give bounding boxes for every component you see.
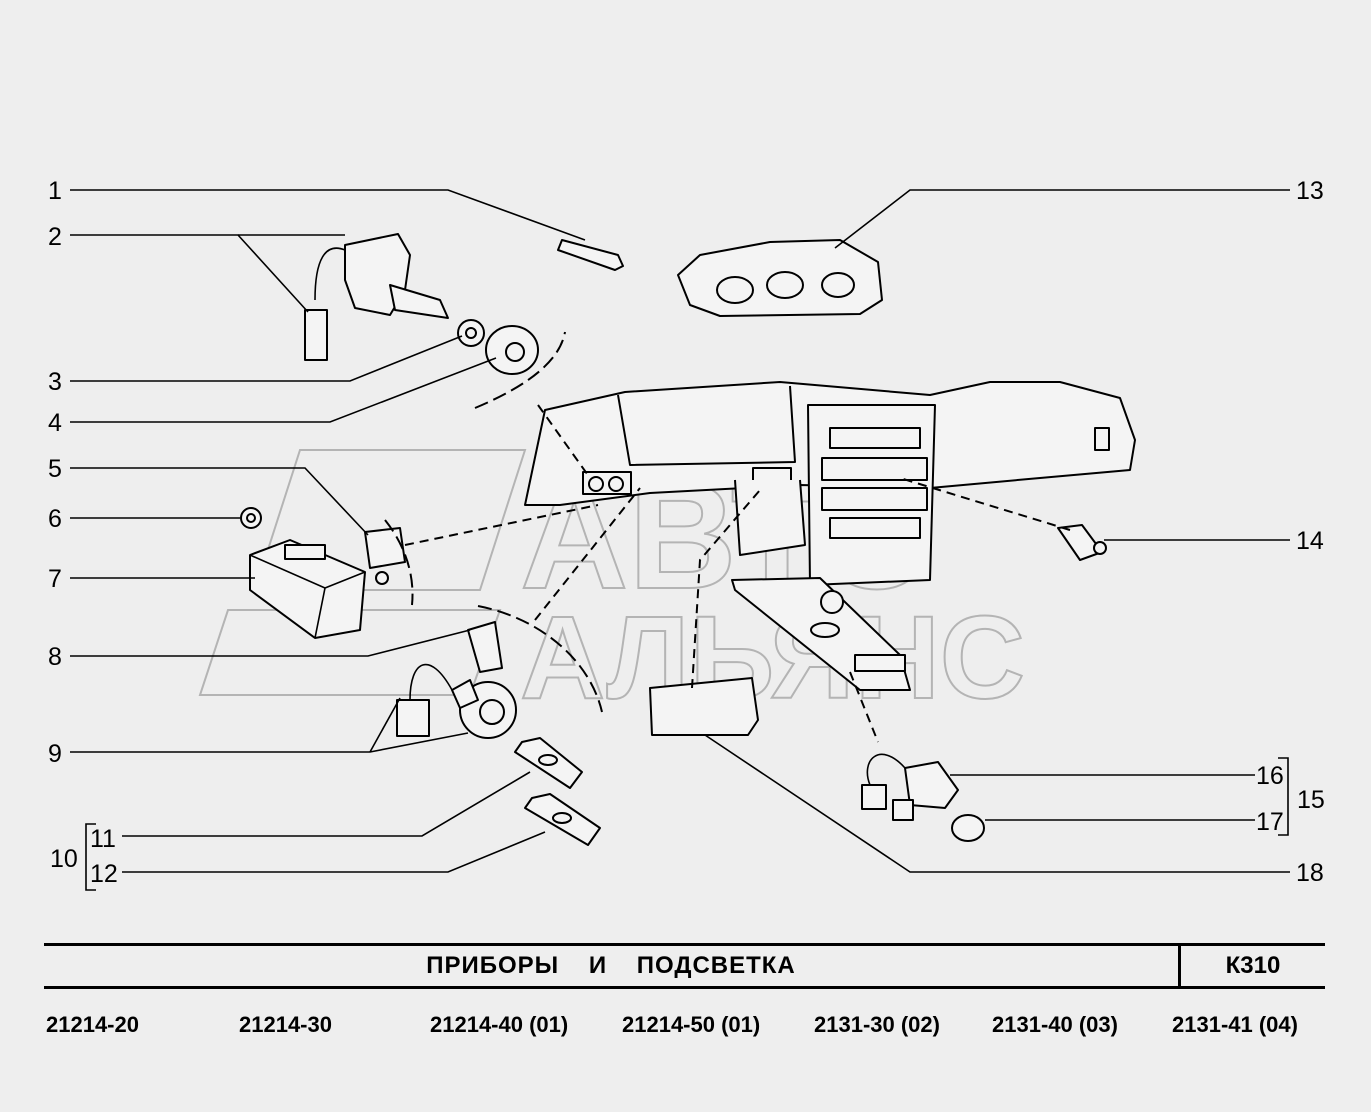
model-item: 21214-50 (01) (622, 1012, 761, 1037)
model-item: 2131-30 (02) (814, 1012, 940, 1037)
dashboard-panel (524, 381, 1136, 691)
part-1-pin (557, 239, 624, 271)
model-item: 21214-20 (46, 1012, 139, 1037)
callout-7: 7 (48, 565, 62, 593)
model-item: 21214-40 (01) (430, 1012, 569, 1037)
part-12-fob (524, 793, 601, 846)
page-code: К310 (1178, 946, 1325, 986)
page-title: ПРИБОРЫ И ПОДСВЕТКА (426, 952, 796, 979)
part-14-switch (1057, 524, 1107, 561)
callout-12: 12 (90, 860, 118, 888)
part-9-lamp-socket (396, 663, 517, 739)
part-17-lighter (951, 814, 985, 842)
part-3-nut (457, 319, 485, 347)
part-6-nut (240, 507, 262, 529)
part-8-clip (467, 621, 503, 673)
title-bar: ПРИБОРЫ И ПОДСВЕТКА К310 (44, 943, 1325, 989)
callout-15: 15 (1297, 786, 1325, 814)
callout-2: 2 (48, 223, 62, 251)
callout-18: 18 (1296, 859, 1324, 887)
callout-5: 5 (48, 455, 62, 483)
leader-lines (70, 189, 1290, 891)
part-4-knob (485, 325, 539, 375)
part-18-lens (649, 677, 759, 736)
model-item: 2131-41 (04) (1172, 1012, 1298, 1037)
callout-14: 14 (1296, 527, 1324, 555)
callout-11: 11 (90, 825, 116, 853)
part-7-control-unit (249, 539, 366, 639)
callout-1: 1 (48, 177, 62, 205)
part-2-switch (304, 233, 449, 361)
callout-4: 4 (48, 409, 62, 437)
callout-17: 17 (1256, 808, 1284, 836)
callout-8: 8 (48, 643, 62, 671)
callout-10: 10 (50, 845, 78, 873)
model-list: 21214-20 21214-30 21214-40 (01) 21214-50… (46, 1012, 1326, 1048)
part-11-fob (514, 737, 583, 789)
callout-9: 9 (48, 740, 62, 768)
callout-16: 16 (1256, 762, 1284, 790)
model-item: 21214-30 (239, 1012, 332, 1037)
part-13-instrument-cluster (677, 239, 883, 317)
part-16-lighter-socket (861, 753, 959, 821)
callout-3: 3 (48, 368, 62, 396)
callout-13: 13 (1296, 177, 1324, 205)
assembly-paths (384, 331, 1071, 743)
callout-numbers: 1 2 3 4 5 6 7 8 9 10 11 12 13 14 15 16 1… (48, 177, 1325, 888)
callout-6: 6 (48, 505, 62, 533)
model-item: 2131-40 (03) (992, 1012, 1118, 1037)
part-5-connector (364, 527, 406, 585)
